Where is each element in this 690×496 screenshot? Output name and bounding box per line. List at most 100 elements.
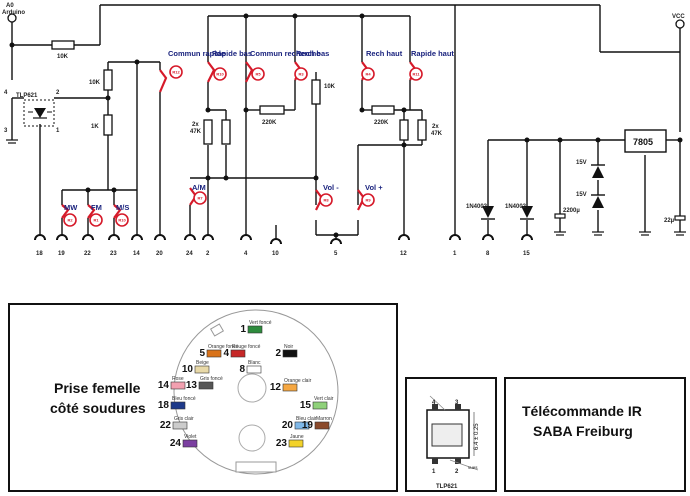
switch-label-rech-haut: Rech haut	[366, 49, 403, 58]
contact-color-swatch	[312, 401, 328, 410]
contact-color-swatch	[206, 349, 222, 358]
svg-text:8: 8	[486, 251, 490, 257]
resistor-a	[103, 69, 113, 91]
contact-number: 1	[240, 324, 246, 335]
svg-text:14: 14	[133, 251, 140, 257]
connector-pins: 18 19 22 23 14 20 24 2 4 10 5 12 1 8 15	[34, 230, 533, 257]
pin-20: 20	[154, 234, 166, 257]
contact-number: 13	[186, 380, 198, 391]
svg-text:24: 24	[186, 251, 193, 257]
relay-id-0: R12	[172, 70, 180, 75]
contact-color-swatch	[294, 421, 310, 430]
relay-id-texts: R12 R10 R5 R3 R4 R11 R7 R8 R9 R2 R1 R10	[67, 70, 420, 223]
resistor-pair-left-2	[221, 119, 231, 145]
relay-id-4: R4	[365, 72, 371, 77]
resistor-pair-right-1	[399, 119, 409, 141]
contact-color-name: Gris foncé	[200, 376, 223, 382]
switch-label-am: A/M	[192, 183, 206, 192]
power-supply	[481, 129, 686, 232]
resistor-vol	[311, 79, 321, 105]
contact-number: 4	[223, 348, 229, 359]
pin-22: 22	[82, 234, 94, 257]
pin-2: 2	[202, 234, 214, 257]
opto-pin-3: 3	[4, 128, 8, 134]
connector-label-line1: Prise femelle	[54, 380, 141, 396]
contact-color-name: Jaune	[290, 434, 304, 440]
relay-id-1: R10	[216, 72, 224, 77]
contact-color-name: Beige	[196, 360, 209, 366]
resistor-rech-bas	[259, 105, 285, 115]
switch-labels: Commun rapide Rapide bas Commun recherch…	[64, 49, 454, 212]
pin-14: 14	[131, 234, 143, 257]
switch-label-ms: M/S	[116, 203, 129, 212]
zener-1	[592, 166, 604, 178]
contact-color-name: Gris clair	[174, 416, 194, 422]
pin-stubs	[61, 230, 528, 235]
contact-color-name: Noir	[284, 344, 294, 350]
capacitor-1-label: 2200µ	[563, 208, 580, 214]
title-line2: SABA Freiburg	[533, 423, 633, 439]
capacitor-1	[554, 213, 566, 219]
contact-color-swatch	[194, 365, 210, 374]
contact-number: 14	[158, 380, 170, 391]
pin-10: 10	[270, 238, 282, 257]
title-line1: Télécommande IR	[522, 403, 642, 419]
contact-color-name: Bleu foncé	[172, 396, 196, 402]
opto-pin-2: 2	[56, 90, 60, 96]
contact-color-swatch	[282, 349, 298, 358]
relay-id-7: R8	[323, 198, 329, 203]
resistor-rech-bas-label: 220K	[262, 120, 277, 126]
resistor-pair-left-1	[203, 119, 213, 145]
contact-color-name: Rouge foncé	[232, 344, 261, 350]
contact-color-swatch	[230, 349, 246, 358]
contact-color-swatch	[288, 439, 304, 448]
svg-text:20: 20	[156, 251, 163, 257]
contact-color-name: Blanc	[248, 360, 261, 366]
package-dimension: 6.4 ± 0.25	[474, 423, 480, 450]
contact-color-swatch	[314, 421, 330, 430]
relay-id-10: R1	[93, 218, 99, 223]
pair-left-line2: 47K	[190, 129, 202, 135]
ground-symbols	[6, 139, 686, 241]
pin-5: 5	[330, 238, 342, 257]
capacitor-2-label: 22µ	[664, 218, 675, 224]
optocoupler-label: TLP621	[16, 93, 38, 99]
pin-15: 15	[521, 234, 533, 257]
optocoupler-symbol	[23, 99, 55, 127]
svg-text:19: 19	[58, 251, 65, 257]
diode-1	[482, 206, 494, 218]
svg-text:12: 12	[400, 251, 407, 257]
resistor-rech-haut	[371, 105, 395, 115]
contact-number: 5	[199, 348, 205, 359]
contact-number: 15	[300, 400, 312, 411]
contact-color-swatch	[198, 381, 214, 390]
svg-text:1: 1	[453, 251, 457, 257]
package-pin-4: 4	[432, 400, 436, 406]
pin-23: 23	[108, 234, 120, 257]
contact-number: 8	[239, 364, 245, 375]
contact-number: 22	[160, 420, 172, 431]
pair-right-line1: 2x	[432, 124, 439, 130]
contact-number: 18	[158, 400, 170, 411]
diode-1-label: 1N4002	[466, 204, 488, 210]
resistor-pair-right-2	[417, 119, 427, 141]
relay-contacts	[61, 61, 418, 219]
package-pin-2: 2	[455, 469, 459, 475]
relay-id-circles	[63, 65, 423, 227]
opto-pin-1: 1	[56, 128, 60, 134]
arduino-label-line2: Arduino	[2, 10, 25, 16]
resistor-b-label: 1K	[91, 124, 99, 130]
relay-id-5: R11	[412, 72, 420, 77]
pin-24: 24	[184, 234, 196, 257]
terminal-circles	[7, 13, 685, 29]
switch-label-commun-rapide: Commun rapide	[168, 49, 225, 58]
switch-label-rapide-haut: Rapide haut	[411, 49, 454, 58]
switch-label-commun-recherche: Commun recherche	[250, 49, 320, 58]
connector-center-hole	[237, 373, 267, 403]
